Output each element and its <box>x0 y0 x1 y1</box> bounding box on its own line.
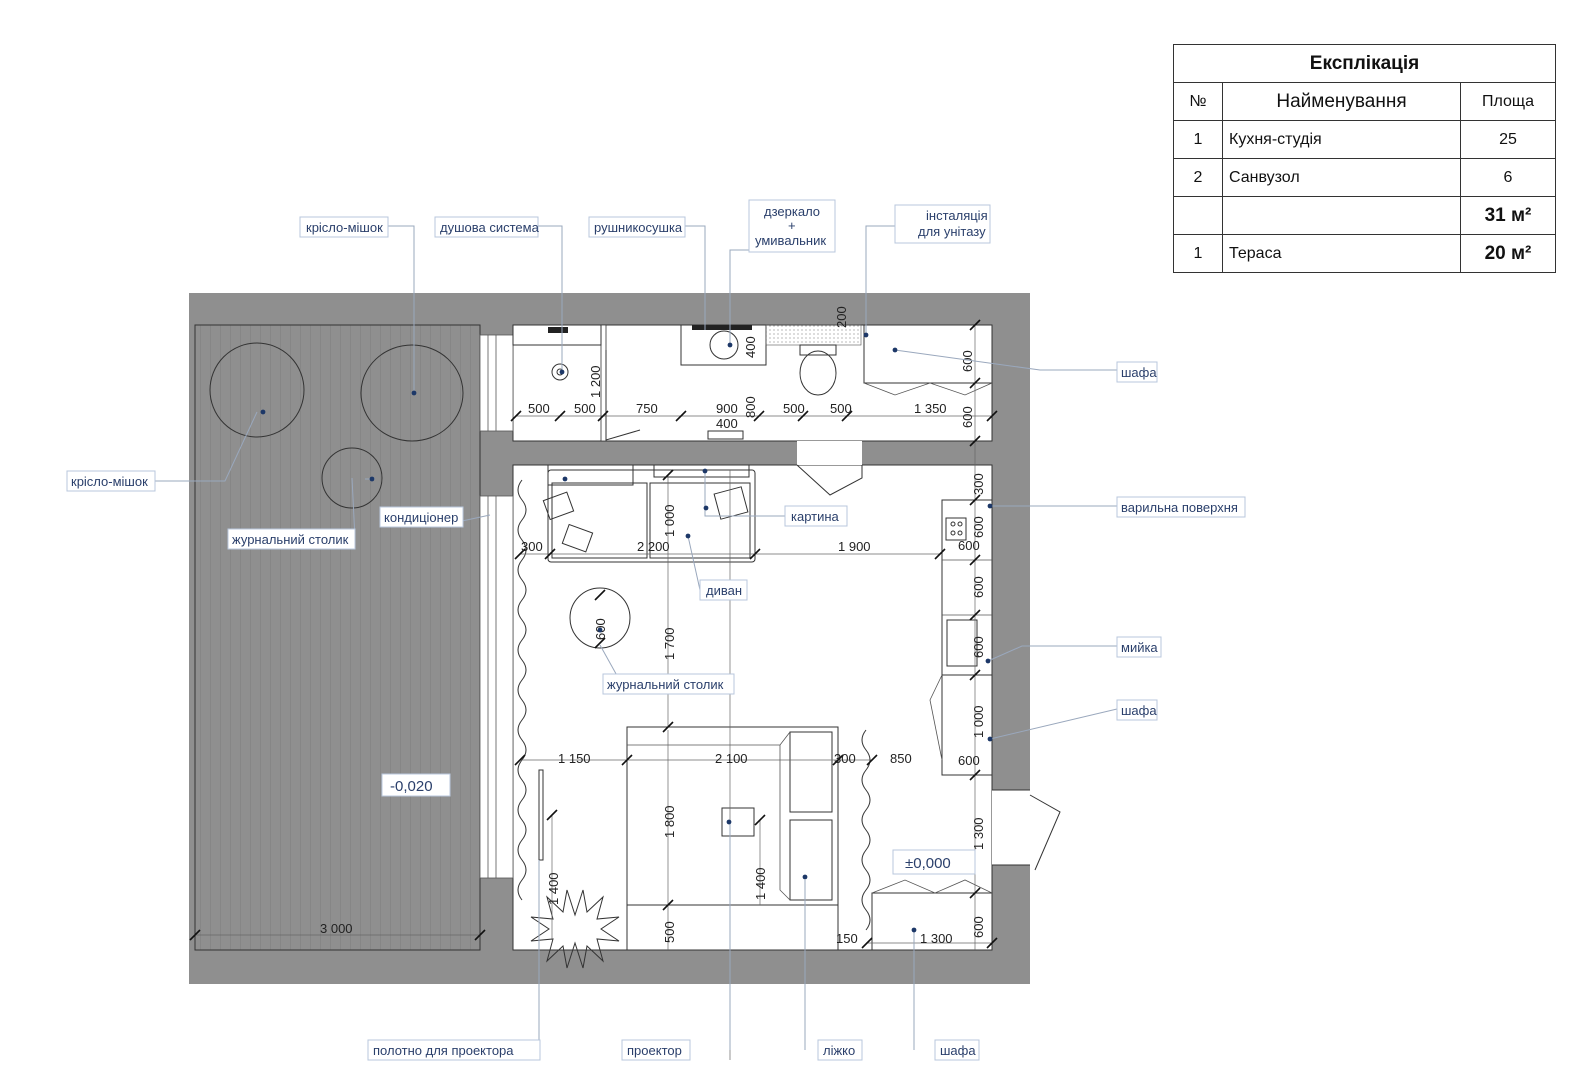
dim-label: 1 700 <box>662 627 677 660</box>
label-wc-install: інсталяція <box>926 208 988 223</box>
label-mirror-basin: дзеркало <box>764 204 820 219</box>
label-bed: ліжко <box>823 1043 855 1058</box>
dim-label: 800 <box>743 396 758 418</box>
dim-label: 600 <box>971 916 986 938</box>
terrace-furniture <box>209 342 464 509</box>
label-projector: проектор <box>627 1043 682 1058</box>
dim-label: 500 <box>830 401 852 416</box>
callout-leaders <box>155 225 1118 1050</box>
dim-label: 600 <box>958 753 980 768</box>
label-towel-dryer: рушникосушка <box>594 220 683 235</box>
label-mirror-basin-2: умивальник <box>755 233 826 248</box>
table-row: 1 Кухня-студія 25 <box>1173 120 1556 159</box>
bathroom-fixtures <box>512 324 993 496</box>
table-row: 1 Тераса 20 м² <box>1173 234 1556 273</box>
room-level: ±0,000 <box>905 855 951 872</box>
dim-label: 300 <box>521 539 543 554</box>
dim-label: 500 <box>574 401 596 416</box>
entrance-door <box>1029 794 1061 871</box>
dim-label: 150 <box>836 931 858 946</box>
terrace-decking <box>194 324 481 951</box>
plant <box>530 889 620 969</box>
dim-label: 600 <box>971 516 986 538</box>
callout-labels: крісло-мішок душова система рушникосушка… <box>66 199 1246 1061</box>
dim-label: 600 <box>971 636 986 658</box>
dim-label: 1 400 <box>546 872 561 905</box>
label-mirror-basin-plus: + <box>788 218 796 233</box>
dim-label: 1 300 <box>920 931 953 946</box>
room-coffee-table <box>569 587 631 649</box>
row-name: Кухня-студія <box>1222 120 1461 159</box>
label-bean-bag-top: крісло-мішок <box>306 220 383 235</box>
bean-bag-chair-left <box>209 342 305 438</box>
dim-label: 500 <box>662 921 677 943</box>
bean-bag-chair-top <box>360 344 464 442</box>
dim-label: 400 <box>716 416 738 431</box>
label-shower: душова система <box>440 220 540 235</box>
dim-label: 2 100 <box>715 751 748 766</box>
row-area: 20 м² <box>1460 234 1556 273</box>
label-hob: варильна поверхня <box>1121 500 1238 515</box>
terrace-level: -0,020 <box>390 778 433 795</box>
row-name: Санвузол <box>1222 158 1461 197</box>
curtain-left <box>517 479 527 901</box>
dim-label: 1 300 <box>971 817 986 850</box>
dim-label: 1 200 <box>588 365 603 398</box>
label-sink: мийка <box>1121 640 1158 655</box>
header-area: Площа <box>1460 82 1556 121</box>
dim-label: 2 200 <box>637 539 670 554</box>
dim-label: 200 <box>834 306 849 328</box>
studio-furniture <box>517 464 1061 969</box>
label-wc-install-2: для унітазу <box>918 224 986 239</box>
label-sofa: диван <box>706 583 742 598</box>
label-painting: картина <box>791 509 840 524</box>
curtain-right <box>861 729 871 931</box>
dim-label: 300 <box>834 751 856 766</box>
label-bean-bag-left: крісло-мішок <box>71 474 148 489</box>
dim-label: 1 350 <box>914 401 947 416</box>
dim-label: 600 <box>971 576 986 598</box>
dim-label: 500 <box>783 401 805 416</box>
dim-label: 500 <box>528 401 550 416</box>
dim-label: 1 800 <box>662 805 677 838</box>
dim-label: 1 000 <box>971 705 986 738</box>
dim-label: 1 150 <box>558 751 591 766</box>
table-row: 2 Санвузол 6 <box>1173 158 1556 197</box>
dim-label: 1 400 <box>753 867 768 900</box>
row-area: 31 м² <box>1460 196 1556 235</box>
dim-label: 750 <box>636 401 658 416</box>
dim-label: 850 <box>890 751 912 766</box>
dim-terrace-width: 3 000 <box>320 921 353 936</box>
dim-label: 400 <box>743 336 758 358</box>
row-number <box>1173 196 1223 235</box>
dim-label: 600 <box>960 406 975 428</box>
label-terrace-coffee-table: журнальний столик <box>232 532 349 547</box>
row-name: Тераса <box>1222 234 1461 273</box>
dim-label: 1 000 <box>662 504 677 537</box>
dim-label: 900 <box>716 401 738 416</box>
label-wardrobe-bath: шафа <box>1121 365 1157 380</box>
dim-label: 300 <box>971 473 986 495</box>
label-air-conditioner: кондиціонер <box>384 510 458 525</box>
label-projector-screen: полотно для проектора <box>373 1043 514 1058</box>
label-room-coffee-table: журнальний столик <box>607 677 724 692</box>
terrace-coffee-table <box>321 447 383 509</box>
row-area: 25 <box>1460 120 1556 159</box>
dim-label: 600 <box>960 350 975 372</box>
explication-title: Експлікація <box>1173 44 1556 83</box>
label-wardrobe-bottom: шафа <box>940 1043 976 1058</box>
dimension-lines <box>189 319 998 1060</box>
label-wardrobe-kitchen: шафа <box>1121 703 1157 718</box>
row-number: 2 <box>1173 158 1223 197</box>
walls <box>189 293 1030 984</box>
dim-label: 1 900 <box>838 539 871 554</box>
explication-table: Експлікація № Найменування Площа 1 Кухня… <box>1173 44 1556 273</box>
level-marks: -0,020 ±0,000 <box>381 773 976 875</box>
dim-label: 600 <box>958 538 980 553</box>
header-number: № <box>1173 82 1223 121</box>
